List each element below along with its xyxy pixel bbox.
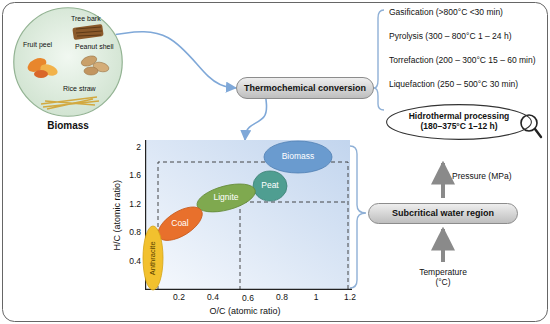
box-outline: [369, 204, 518, 224]
region-ellipse: Peat: [253, 171, 287, 201]
axis-title: H/C (atomic ratio): [112, 180, 122, 251]
biomass-pictures: [25, 24, 109, 109]
region-ellipse: Biomass: [264, 141, 332, 173]
tick-label: 1.2: [129, 200, 141, 210]
region-label: Anthracite: [149, 241, 158, 275]
tick-label: 1.6: [129, 171, 141, 181]
tick-label: 0.8: [276, 293, 288, 303]
circle-outline: [14, 8, 123, 117]
bracket: [350, 146, 366, 288]
picture-label: Tree bark: [71, 15, 101, 23]
box-label: Subcritical water region: [392, 208, 494, 218]
region-outline: [264, 141, 332, 173]
region-ellipse: Anthracite: [143, 226, 163, 290]
increase-arrow: [441, 229, 445, 262]
bracket: [374, 10, 384, 110]
plot-area: H/C (atomic ratio)O/C (atomic ratio)Biom…: [145, 140, 350, 290]
process-condition: Pyrolysis (300 – 800°C 1 – 24 h): [389, 32, 511, 42]
region-label: Biomass: [282, 152, 315, 162]
increase-arrow: [441, 163, 445, 198]
region-ellipse: Lignite: [197, 184, 255, 212]
picture-label: Rice straw: [63, 85, 96, 93]
tick-label: 0.6: [242, 294, 254, 304]
magnifier-symbol: [535, 129, 541, 137]
picture-label: Peanut shell: [75, 43, 114, 51]
source-circle-outline: [13, 7, 123, 117]
tick-label: 0.8: [129, 228, 141, 238]
box-label: Thermochemical conversion: [244, 83, 366, 93]
axis-line: [146, 140, 352, 289]
region-label: Peat: [261, 181, 279, 191]
tick-label: 0.4: [207, 293, 219, 303]
group-heading: Biomass: [47, 120, 89, 132]
tick-label: 1.2: [344, 293, 356, 303]
axis-title: O/C (atomic ratio): [209, 306, 280, 316]
tick-label: 0.2: [173, 293, 185, 303]
process-box: Subcritical water region: [368, 203, 518, 224]
tick-label: 1: [314, 293, 319, 303]
region-label: Coal: [171, 219, 188, 229]
axis-annotation: Pressure (MPa): [452, 172, 512, 182]
tick-label: 2: [136, 143, 141, 153]
dashed-regions: [158, 162, 348, 290]
region-label: Lignite: [213, 193, 238, 203]
process-condition: Torrefaction (200 – 300°C 15 – 60 min): [389, 56, 536, 66]
region-outline: [253, 171, 287, 201]
region-ellipse: Coal: [158, 207, 202, 240]
oval-outline: [387, 105, 532, 140]
axis-annotation: Temperature (°C): [415, 268, 471, 288]
flow-arrow: [116, 32, 236, 88]
box-outline: [236, 78, 373, 99]
source-circle: Tree barkFruit peel Peanut shellRice stra…: [13, 7, 123, 117]
flow-arrow: [245, 99, 267, 140]
box-label: Hidrothermal processing (180–375°C 1–12 …: [403, 112, 515, 132]
process-box: Thermochemical conversion: [236, 77, 374, 99]
tick-label: 0.4: [129, 257, 141, 267]
region-outline: [143, 226, 163, 290]
highlight-oval: Hidrothermal processing (180–375°C 1–12 …: [386, 104, 532, 140]
plot-background: [145, 140, 350, 290]
region-outline: [194, 179, 258, 218]
picture-label: Fruit peel: [23, 41, 52, 49]
figure-frame: [3, 3, 548, 322]
process-condition: Gasification (>800°C <30 min): [389, 8, 503, 18]
process-condition: Liquefaction (250 – 500°C 30 min): [389, 80, 518, 90]
